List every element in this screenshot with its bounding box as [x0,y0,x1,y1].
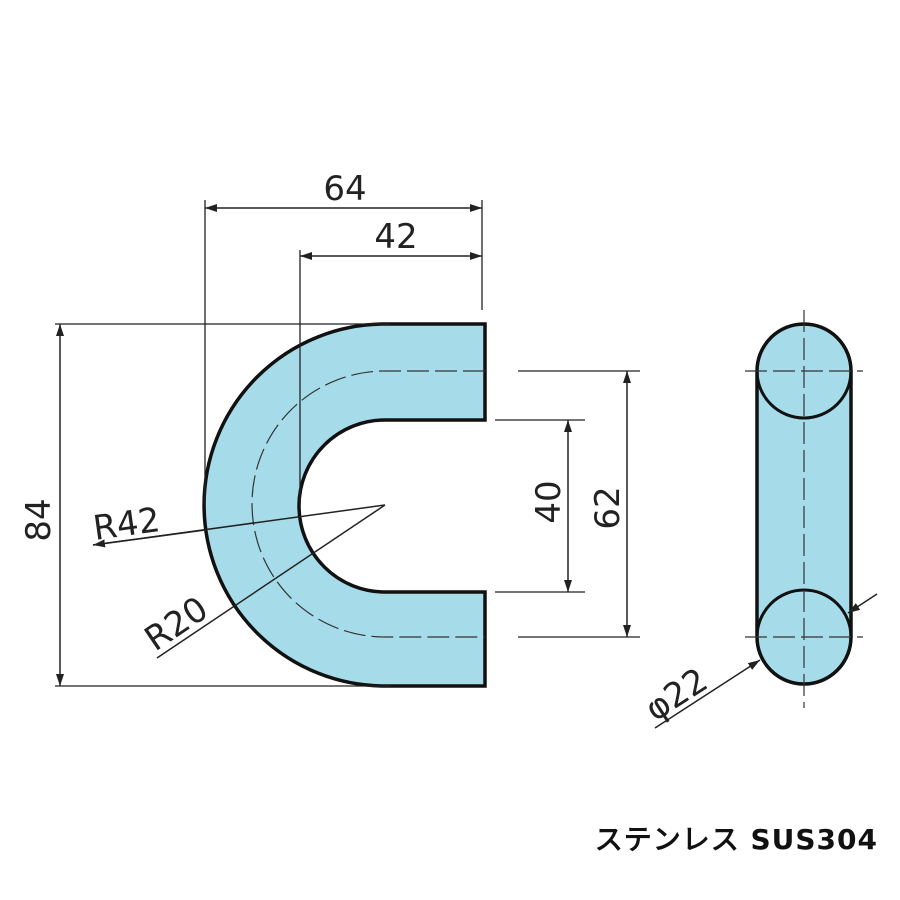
dim-text-42: 42 [374,217,417,257]
material-label: ステンレス SUS304 [594,823,878,856]
dimension-lines [56,204,631,686]
dim-text-84: 84 [19,498,59,541]
dim-text-40: 40 [529,480,569,523]
u-bend-profile [202,322,487,688]
dim-text-64: 64 [323,169,366,209]
extension-lines [55,200,640,687]
dim-text-62: 62 [588,486,628,529]
r20-leader [156,504,386,659]
dim-text-diameter: φ22 [638,660,715,729]
dim-text-r20: R20 [138,589,216,660]
u-bend-centerline [251,370,485,638]
dim-text-r42: R42 [91,500,163,549]
r42-leader-tail [92,529,206,546]
diameter-leader-ext [847,593,878,614]
side-view-centerlines [745,310,863,708]
diameter-leader [654,659,761,729]
radius-leaders [92,504,386,659]
